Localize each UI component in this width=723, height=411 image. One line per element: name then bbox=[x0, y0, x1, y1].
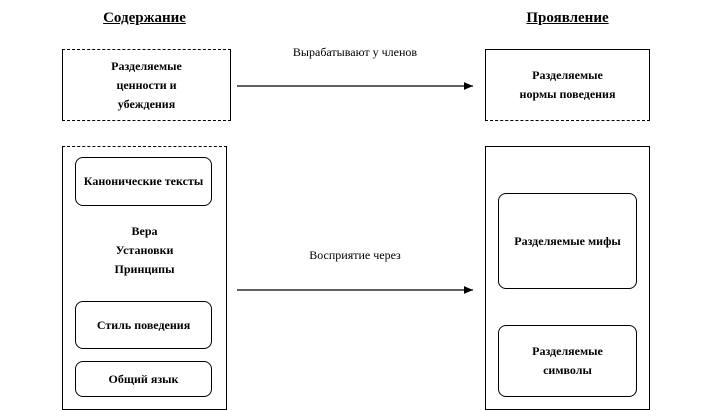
belief-item-principles: Принципы bbox=[114, 262, 175, 276]
belief-item-faith: Вера bbox=[131, 224, 158, 238]
arrow-top-label: Вырабатывают у членов bbox=[292, 45, 418, 59]
shared-myths-box: Разделяемые мифы bbox=[498, 193, 637, 289]
shared-symbols-label: Разделяемые символы bbox=[532, 344, 603, 377]
common-language-box: Общий язык bbox=[75, 361, 212, 397]
shared-values-label: Разделяемые ценности и убеждения bbox=[111, 58, 182, 111]
belief-item-attitudes: Установки bbox=[115, 243, 174, 257]
shared-myths-label: Разделяемые мифы bbox=[514, 233, 621, 248]
canonical-texts-label: Канонические тексты bbox=[83, 174, 204, 188]
behavior-style-label: Стиль поведения bbox=[96, 317, 191, 332]
shared-norms-label: Разделяемые нормы поведения bbox=[519, 68, 616, 101]
canonical-texts-box: Канонические тексты bbox=[75, 157, 212, 206]
shared-norms-box: Разделяемые нормы поведения bbox=[485, 49, 650, 121]
shared-values-box: Разделяемые ценности и убеждения bbox=[62, 49, 231, 121]
beliefs-list: Вера Установки Принципы bbox=[62, 222, 227, 279]
behavior-style-box: Стиль поведения bbox=[75, 301, 212, 349]
header-manifestation: Проявление bbox=[526, 10, 609, 26]
common-language-label: Общий язык bbox=[108, 371, 179, 386]
shared-symbols-box: Разделяемые символы bbox=[498, 325, 637, 397]
arrow-bottom-label: Восприятие через bbox=[309, 248, 401, 262]
header-content: Содержание bbox=[103, 10, 186, 26]
